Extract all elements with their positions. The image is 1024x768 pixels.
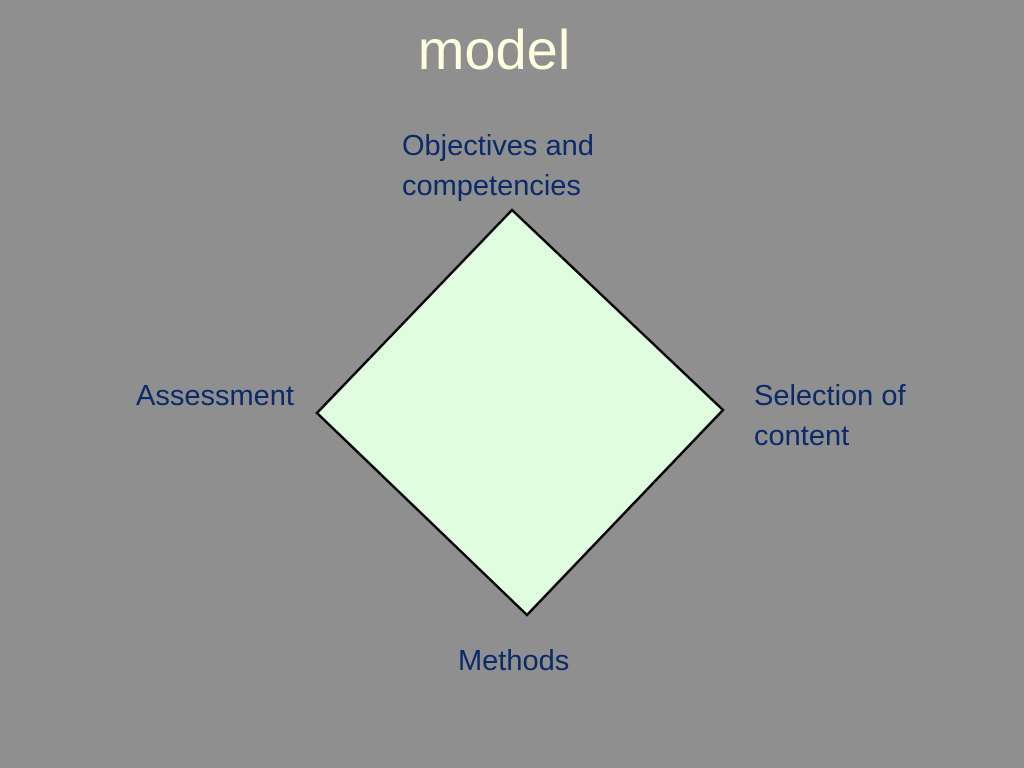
node-selection-of-content: Selection of content bbox=[754, 376, 906, 456]
node-assessment-line-1: Assessment bbox=[136, 380, 294, 412]
slide-title: model bbox=[0, 14, 1024, 86]
node-objectives-and-competencies: Objectives and competencies bbox=[402, 126, 594, 206]
node-selection-line-1: Selection of bbox=[754, 380, 906, 412]
node-methods: Methods bbox=[458, 641, 569, 681]
diamond-shape bbox=[315, 208, 725, 617]
node-objectives-line-1: Objectives and bbox=[402, 130, 594, 162]
slide-title-text: model bbox=[417, 18, 571, 81]
node-methods-line-1: Methods bbox=[458, 645, 570, 677]
node-assessment: Assessment bbox=[136, 376, 294, 416]
node-selection-line-2: content bbox=[754, 420, 850, 452]
node-objectives-line-2: competencies bbox=[402, 170, 581, 202]
